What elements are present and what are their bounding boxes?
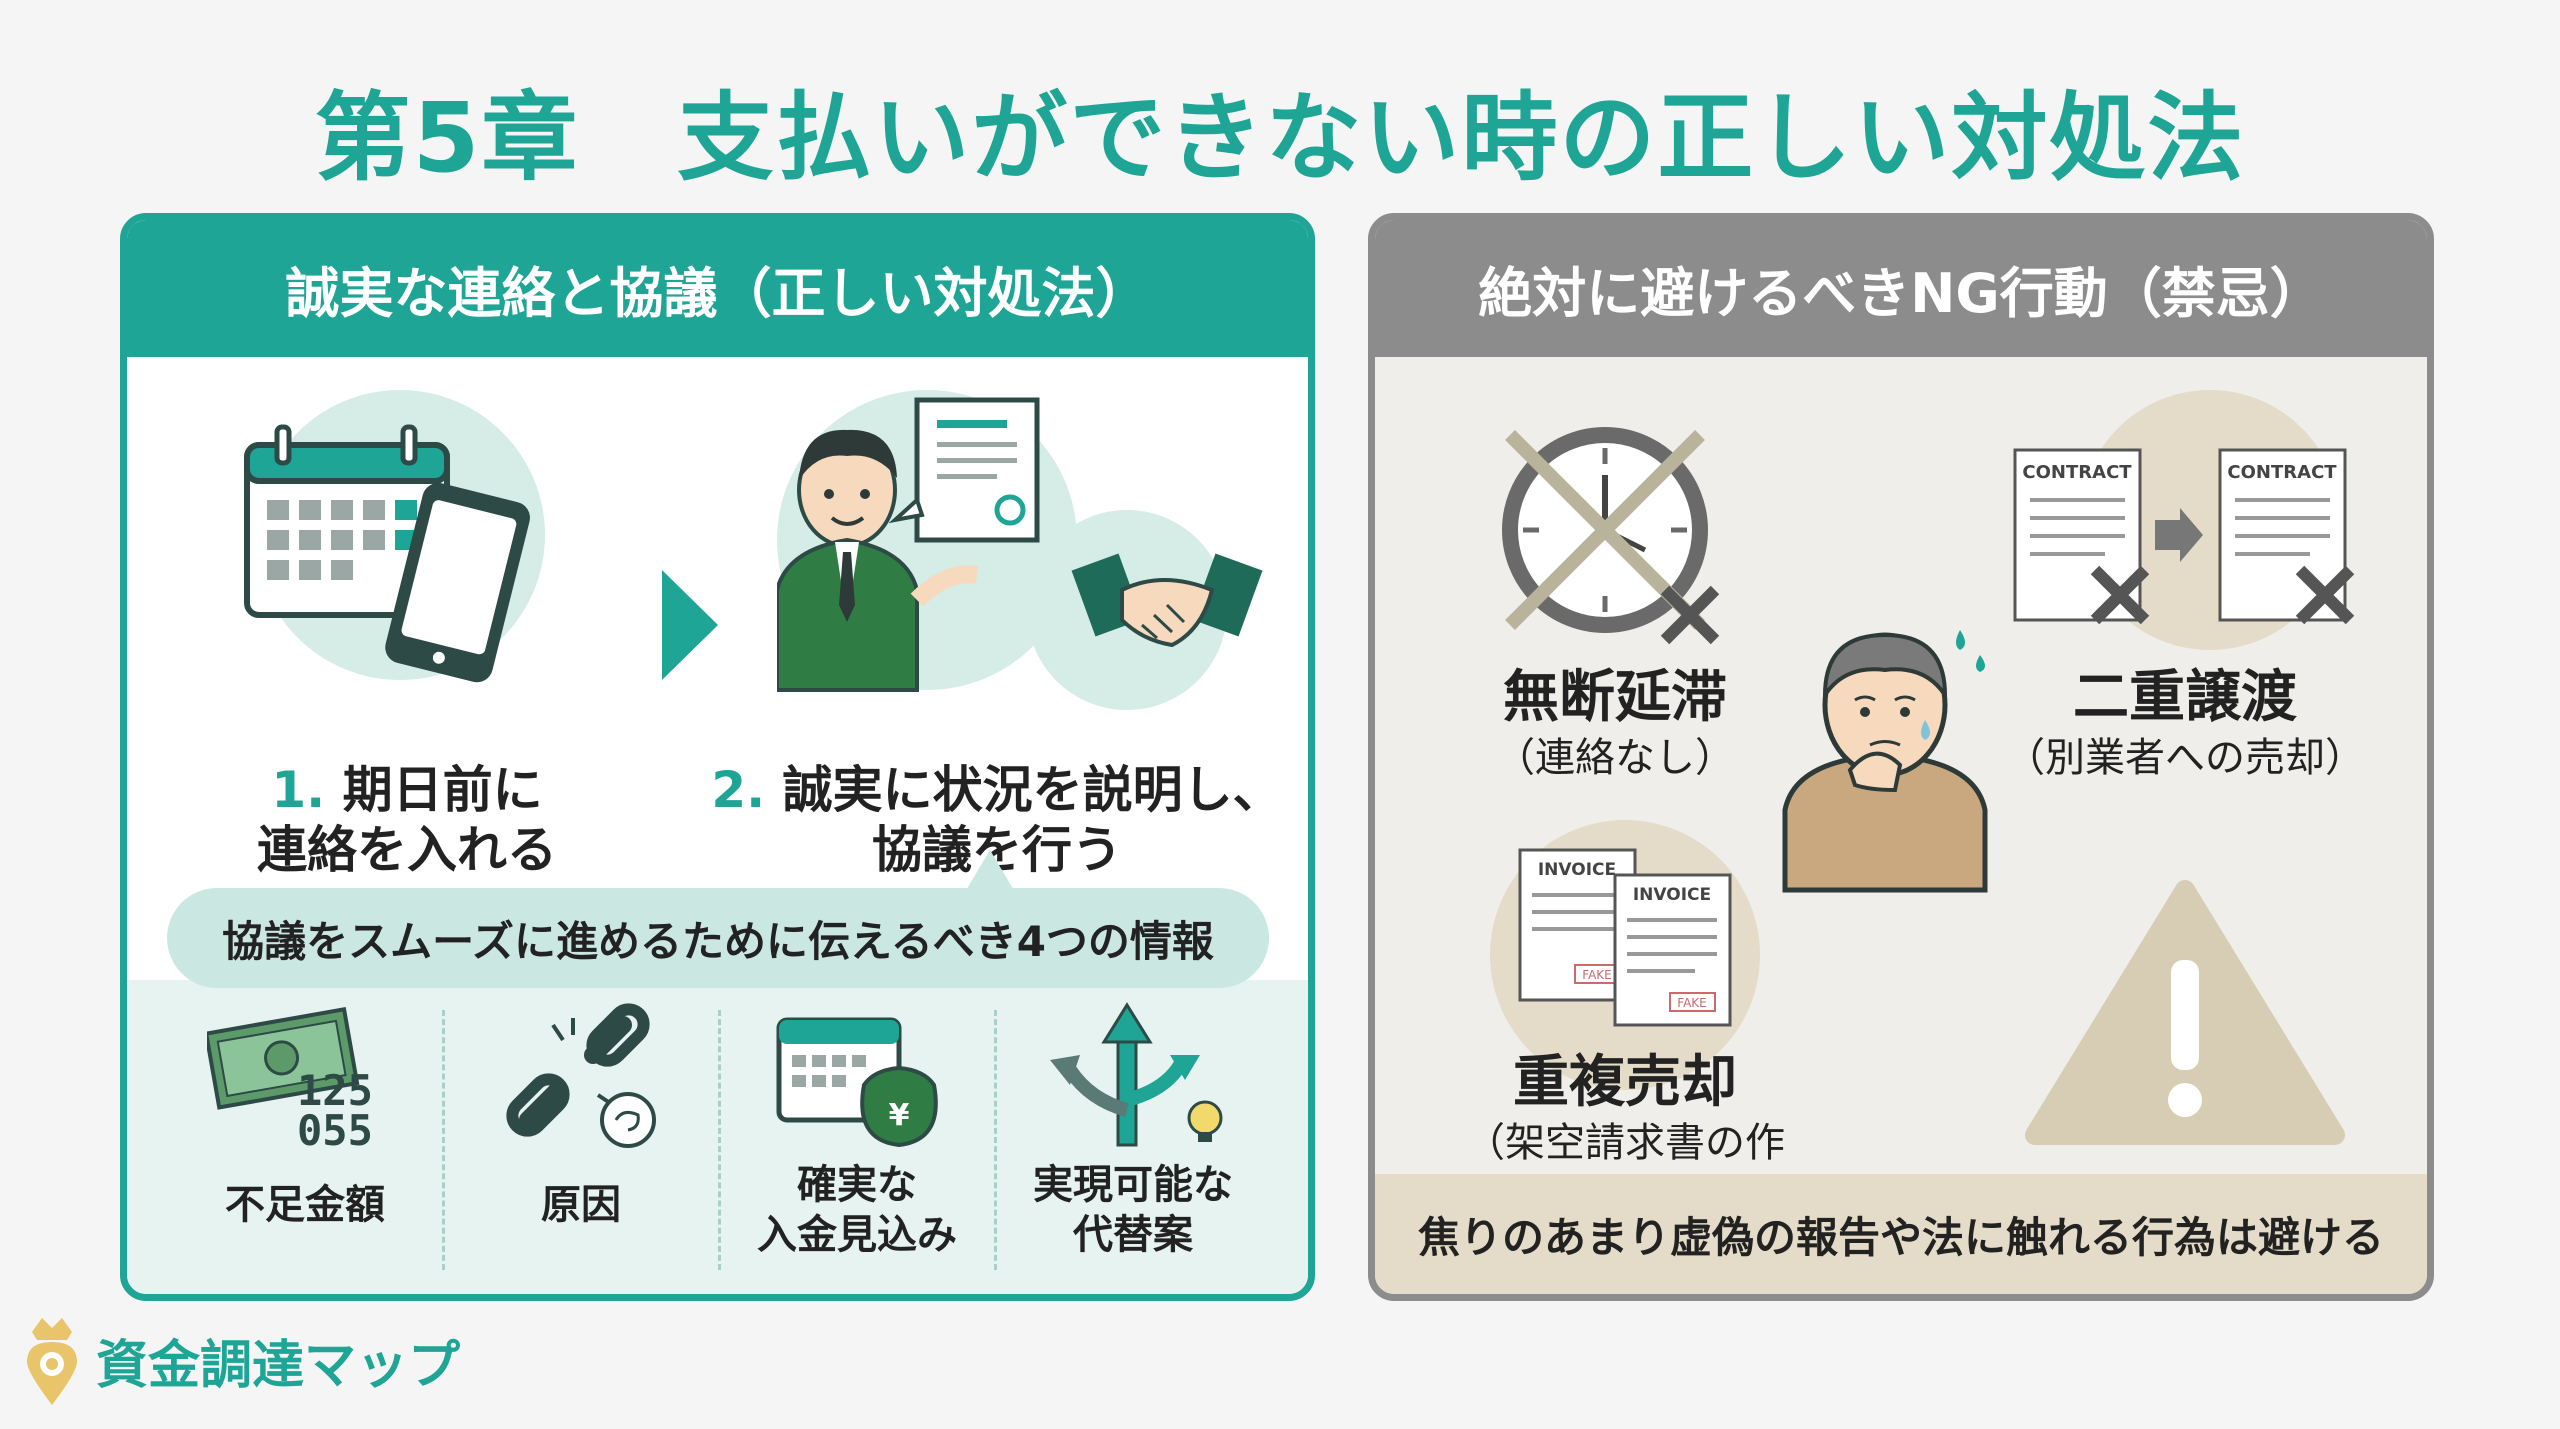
calendar-money-bag-icon: ¥ [776,1017,938,1148]
ng-label-duplicate-sale: 重複売却 （架空請求書の作成） [1465,1050,1785,1220]
calendar-phone-icon [244,424,530,683]
branching-arrows-icon [1050,1002,1223,1147]
divider [994,1010,997,1270]
businessman-handshake-icon [777,397,1263,692]
divider [442,1010,445,1270]
ng-label-double-transfer: 二重譲渡 （別業者への売却） [2005,665,2365,781]
svg-text:125: 125 [297,1066,373,1115]
warning-message: 焦りのあまり虚偽の報告や法に触れる行為は避ける [1375,1174,2427,1294]
info-title: 協議をスムーズに進めるために伝えるべき4つの情報 [167,888,1269,988]
info-item-alternative: 実現可能な代替案 [995,1000,1271,1290]
svg-text:INVOICE: INVOICE [1633,885,1711,905]
worried-person-icon [1782,630,1988,893]
correct-approach-panel: 誠実な連絡と協議（正しい対処法） [120,213,1315,1301]
info-item-cause: 原因 [443,1000,719,1290]
pointer-triangle [965,850,1015,892]
svg-text:CONTRACT: CONTRACT [2227,462,2337,483]
crossed-clock-icon [1502,427,1720,645]
step1-label: 1. 期日前に 連絡を入れる [257,761,557,879]
info-item-shortfall: 125 055 不足金額 [167,1000,443,1290]
ng-actions-panel: 絶対に避けるべきNG行動（禁忌） 無断延滞 （連絡なし） CONTRACT CO… [1368,213,2434,1301]
money-icon: 125 055 [207,1007,373,1150]
map-pin-crown-icon [27,1318,77,1405]
svg-text:INVOICE: INVOICE [1538,860,1616,880]
fake-invoice-icon: INVOICE FAKE INVOICE FAKE [1518,848,1732,1027]
info-item-expected-income: ¥ 確実な入金見込み [719,1000,995,1290]
divider [718,1010,721,1270]
double-contract-icon: CONTRACT CONTRACT [2013,448,2355,625]
svg-text:CONTRACT: CONTRACT [2022,462,2132,483]
ng-actions-header: 絶対に避けるべきNG行動（禁忌） [1375,220,2427,357]
svg-text:FAKE: FAKE [1582,968,1611,982]
brand-logo: 資金調達マップ [22,1305,460,1415]
brand-name: 資金調達マップ [96,1335,461,1396]
broken-chain-icon [506,1003,656,1148]
page-title: 第5章 支払いができない時の正しい対処法 [314,82,2246,194]
warning-icon [2025,880,2345,1145]
correct-approach-header: 誠実な連絡と協議（正しい対処法） [127,220,1308,357]
svg-text:FAKE: FAKE [1677,996,1706,1010]
next-step-arrow-icon [662,570,718,680]
svg-text:¥: ¥ [889,1098,910,1133]
info-label-alternative: 実現可能な代替案 [1033,1162,1233,1258]
step2-label: 2. 誠実に状況を説明し、 協議を行う [711,761,1283,879]
info-label-shortfall: 不足金額 [225,1182,385,1228]
svg-text:055: 055 [297,1106,373,1150]
info-label-expected-income: 確実な入金見込み [757,1162,957,1258]
info-label-cause: 原因 [541,1182,621,1228]
ng-label-delinquency: 無断延滞 （連絡なし） [1495,665,1735,781]
